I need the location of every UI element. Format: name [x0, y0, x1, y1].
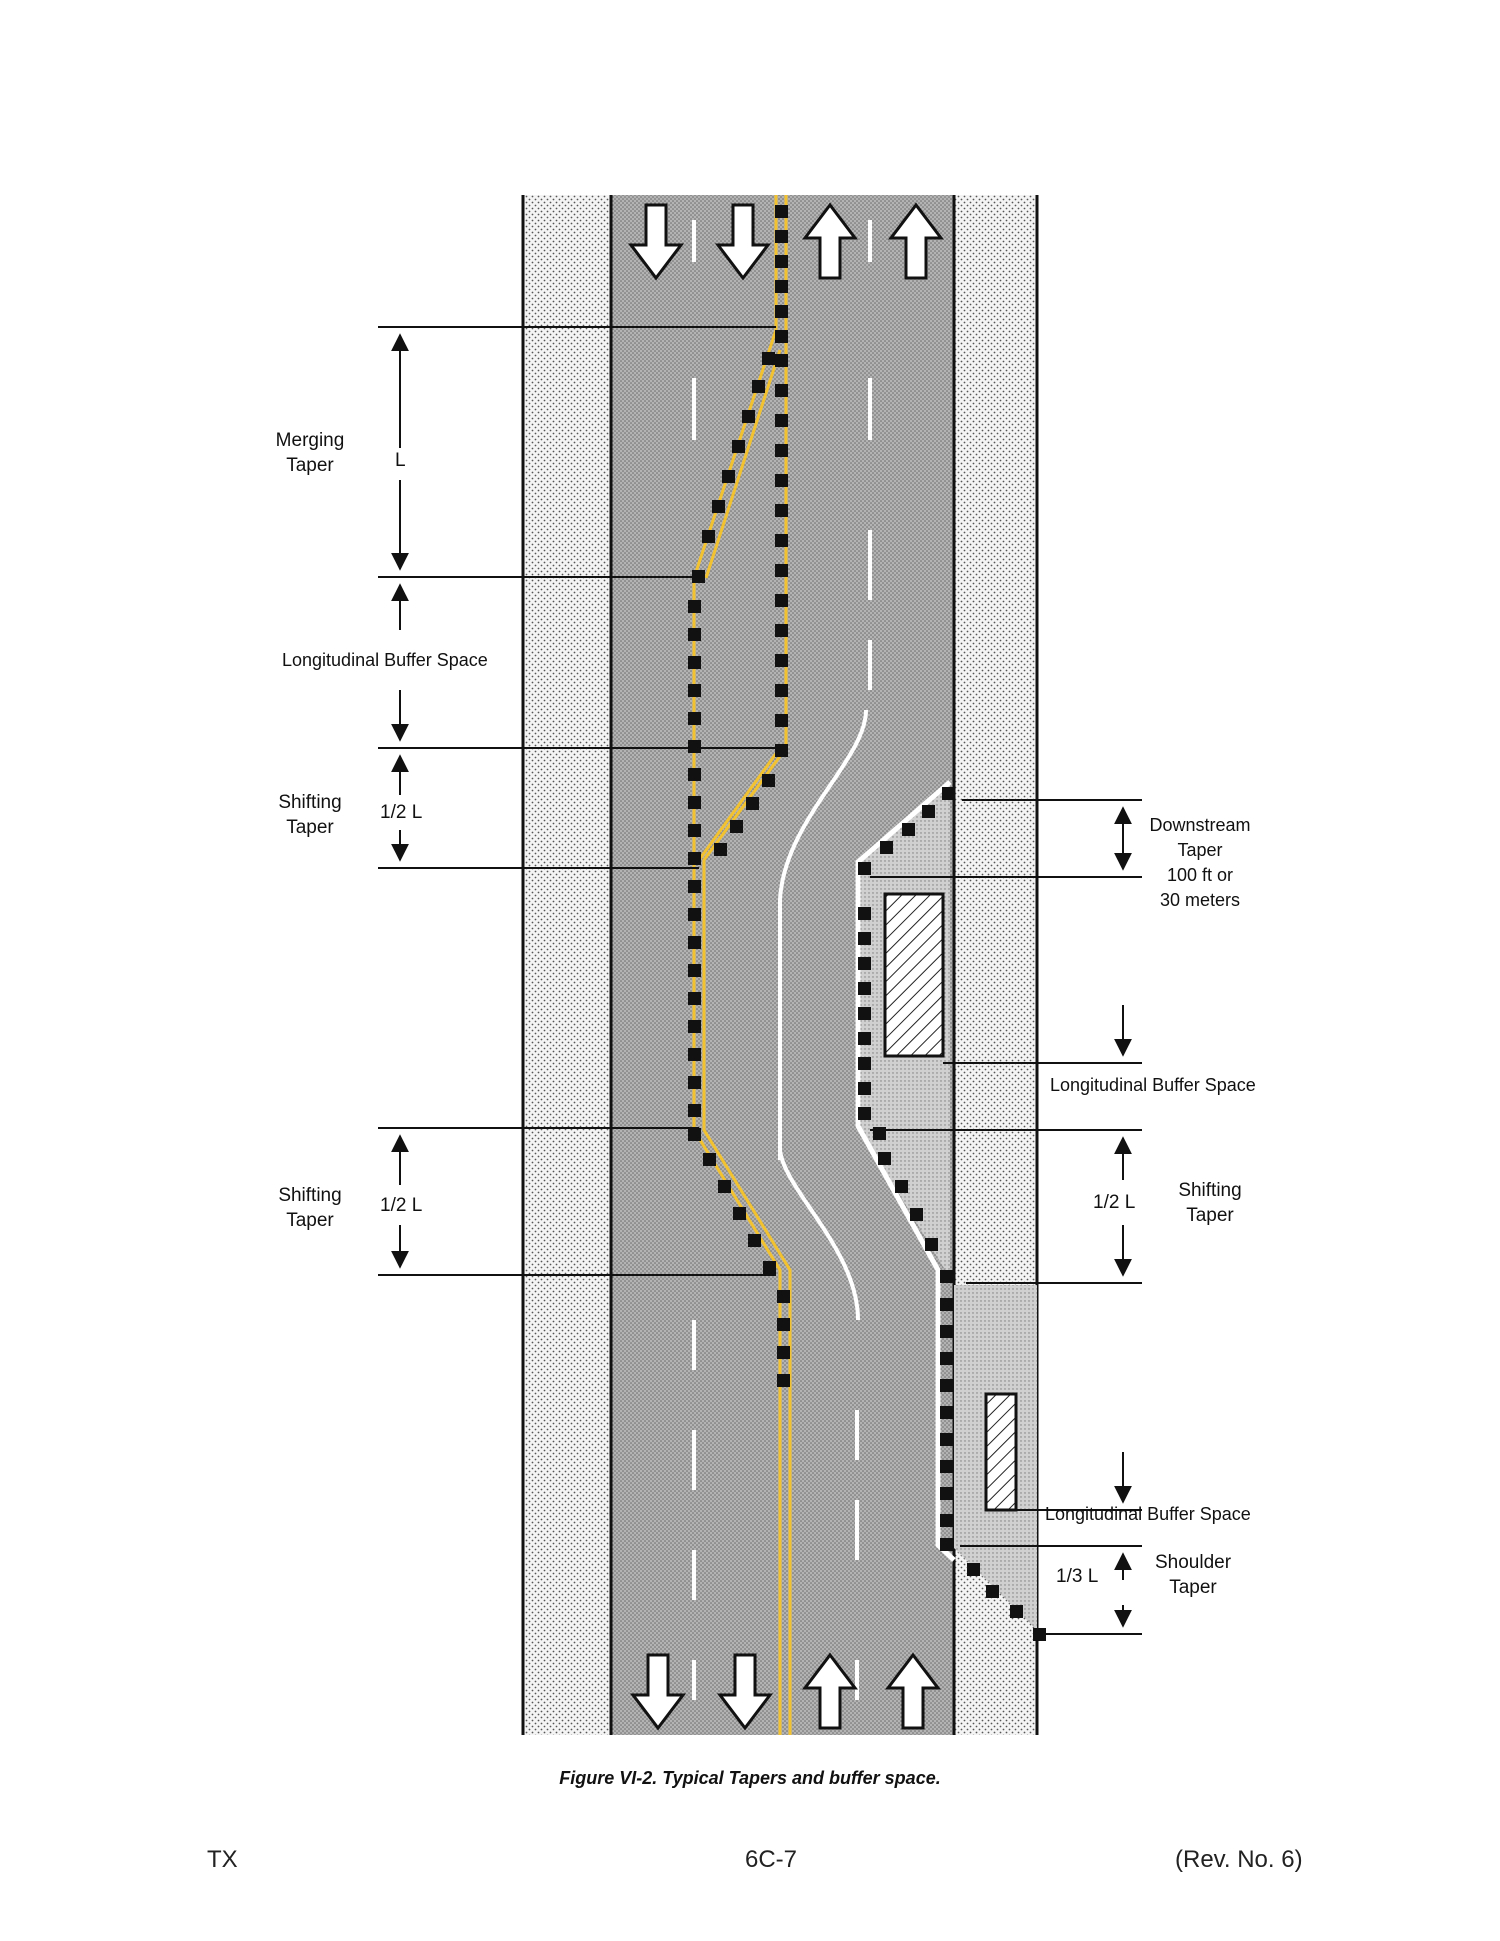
left-shoulder — [523, 195, 611, 1735]
shoulder-length-label: 1/3 L — [1056, 1566, 1099, 1587]
figure-caption: Figure VI-2. Typical Tapers and buffer s… — [559, 1768, 941, 1788]
shoulder-work-box — [984, 1392, 1018, 1512]
shifting-taper-2-line2: Taper — [286, 1210, 334, 1231]
shifting-taper-1-line1: Shifting — [278, 792, 342, 813]
direction-arrows — [627, 202, 945, 1731]
downstream-taper-line3: 100 ft or — [1166, 865, 1234, 885]
shifting-length-label-1: 1/2 L — [380, 802, 423, 823]
right-dimensions — [870, 799, 1142, 1635]
merging-length-label: L — [395, 450, 406, 471]
cone-devices — [688, 205, 1046, 1641]
shifting-taper-label-1: Shifting Taper — [262, 790, 358, 840]
long-buffer-label-3: Longitudinal Buffer Space — [1045, 1504, 1251, 1524]
shifting-taper-3-line2: Taper — [1186, 1205, 1234, 1226]
long-buffer-label-1: Longitudinal Buffer Space — [282, 650, 488, 670]
shifting-taper-2-line1: Shifting — [278, 1185, 342, 1206]
shoulder-taper-line1: Shoulder — [1154, 1552, 1232, 1573]
shifting-taper-label-3: Shifting Taper — [1162, 1178, 1258, 1228]
shoulder-taper-line2: Taper — [1169, 1577, 1217, 1598]
merging-taper-label: Merging Taper — [262, 428, 358, 478]
downstream-taper-line1: Downstream — [1149, 815, 1251, 835]
footer-left: TX — [207, 1846, 238, 1873]
shifting-length-label-3: 1/2 L — [1093, 1192, 1136, 1213]
shifting-taper-3-line1: Shifting — [1178, 1180, 1242, 1201]
left-dimensions — [378, 326, 776, 1276]
footer-right: (Rev. No. 6) — [1175, 1846, 1303, 1873]
downstream-taper-line4: 30 meters — [1159, 890, 1241, 910]
shifting-length-label-2: 1/2 L — [380, 1195, 423, 1216]
merging-taper-line1: Merging — [275, 430, 345, 451]
long-buffer-label-2: Longitudinal Buffer Space — [1050, 1075, 1256, 1095]
shoulder-taper-label: Shoulder Taper — [1145, 1550, 1241, 1600]
merging-taper-line2: Taper — [286, 455, 334, 476]
footer-center: 6C-7 — [745, 1846, 798, 1873]
downstream-taper-line2: Taper — [1177, 840, 1223, 860]
shifted-lane-line — [778, 709, 868, 1321]
downstream-taper-label: Downstream Taper 100 ft or 30 meters — [1135, 813, 1265, 913]
shifting-taper-1-line2: Taper — [286, 817, 334, 838]
shifting-taper-label-2: Shifting Taper — [262, 1183, 358, 1233]
work-area-box — [883, 892, 945, 1058]
